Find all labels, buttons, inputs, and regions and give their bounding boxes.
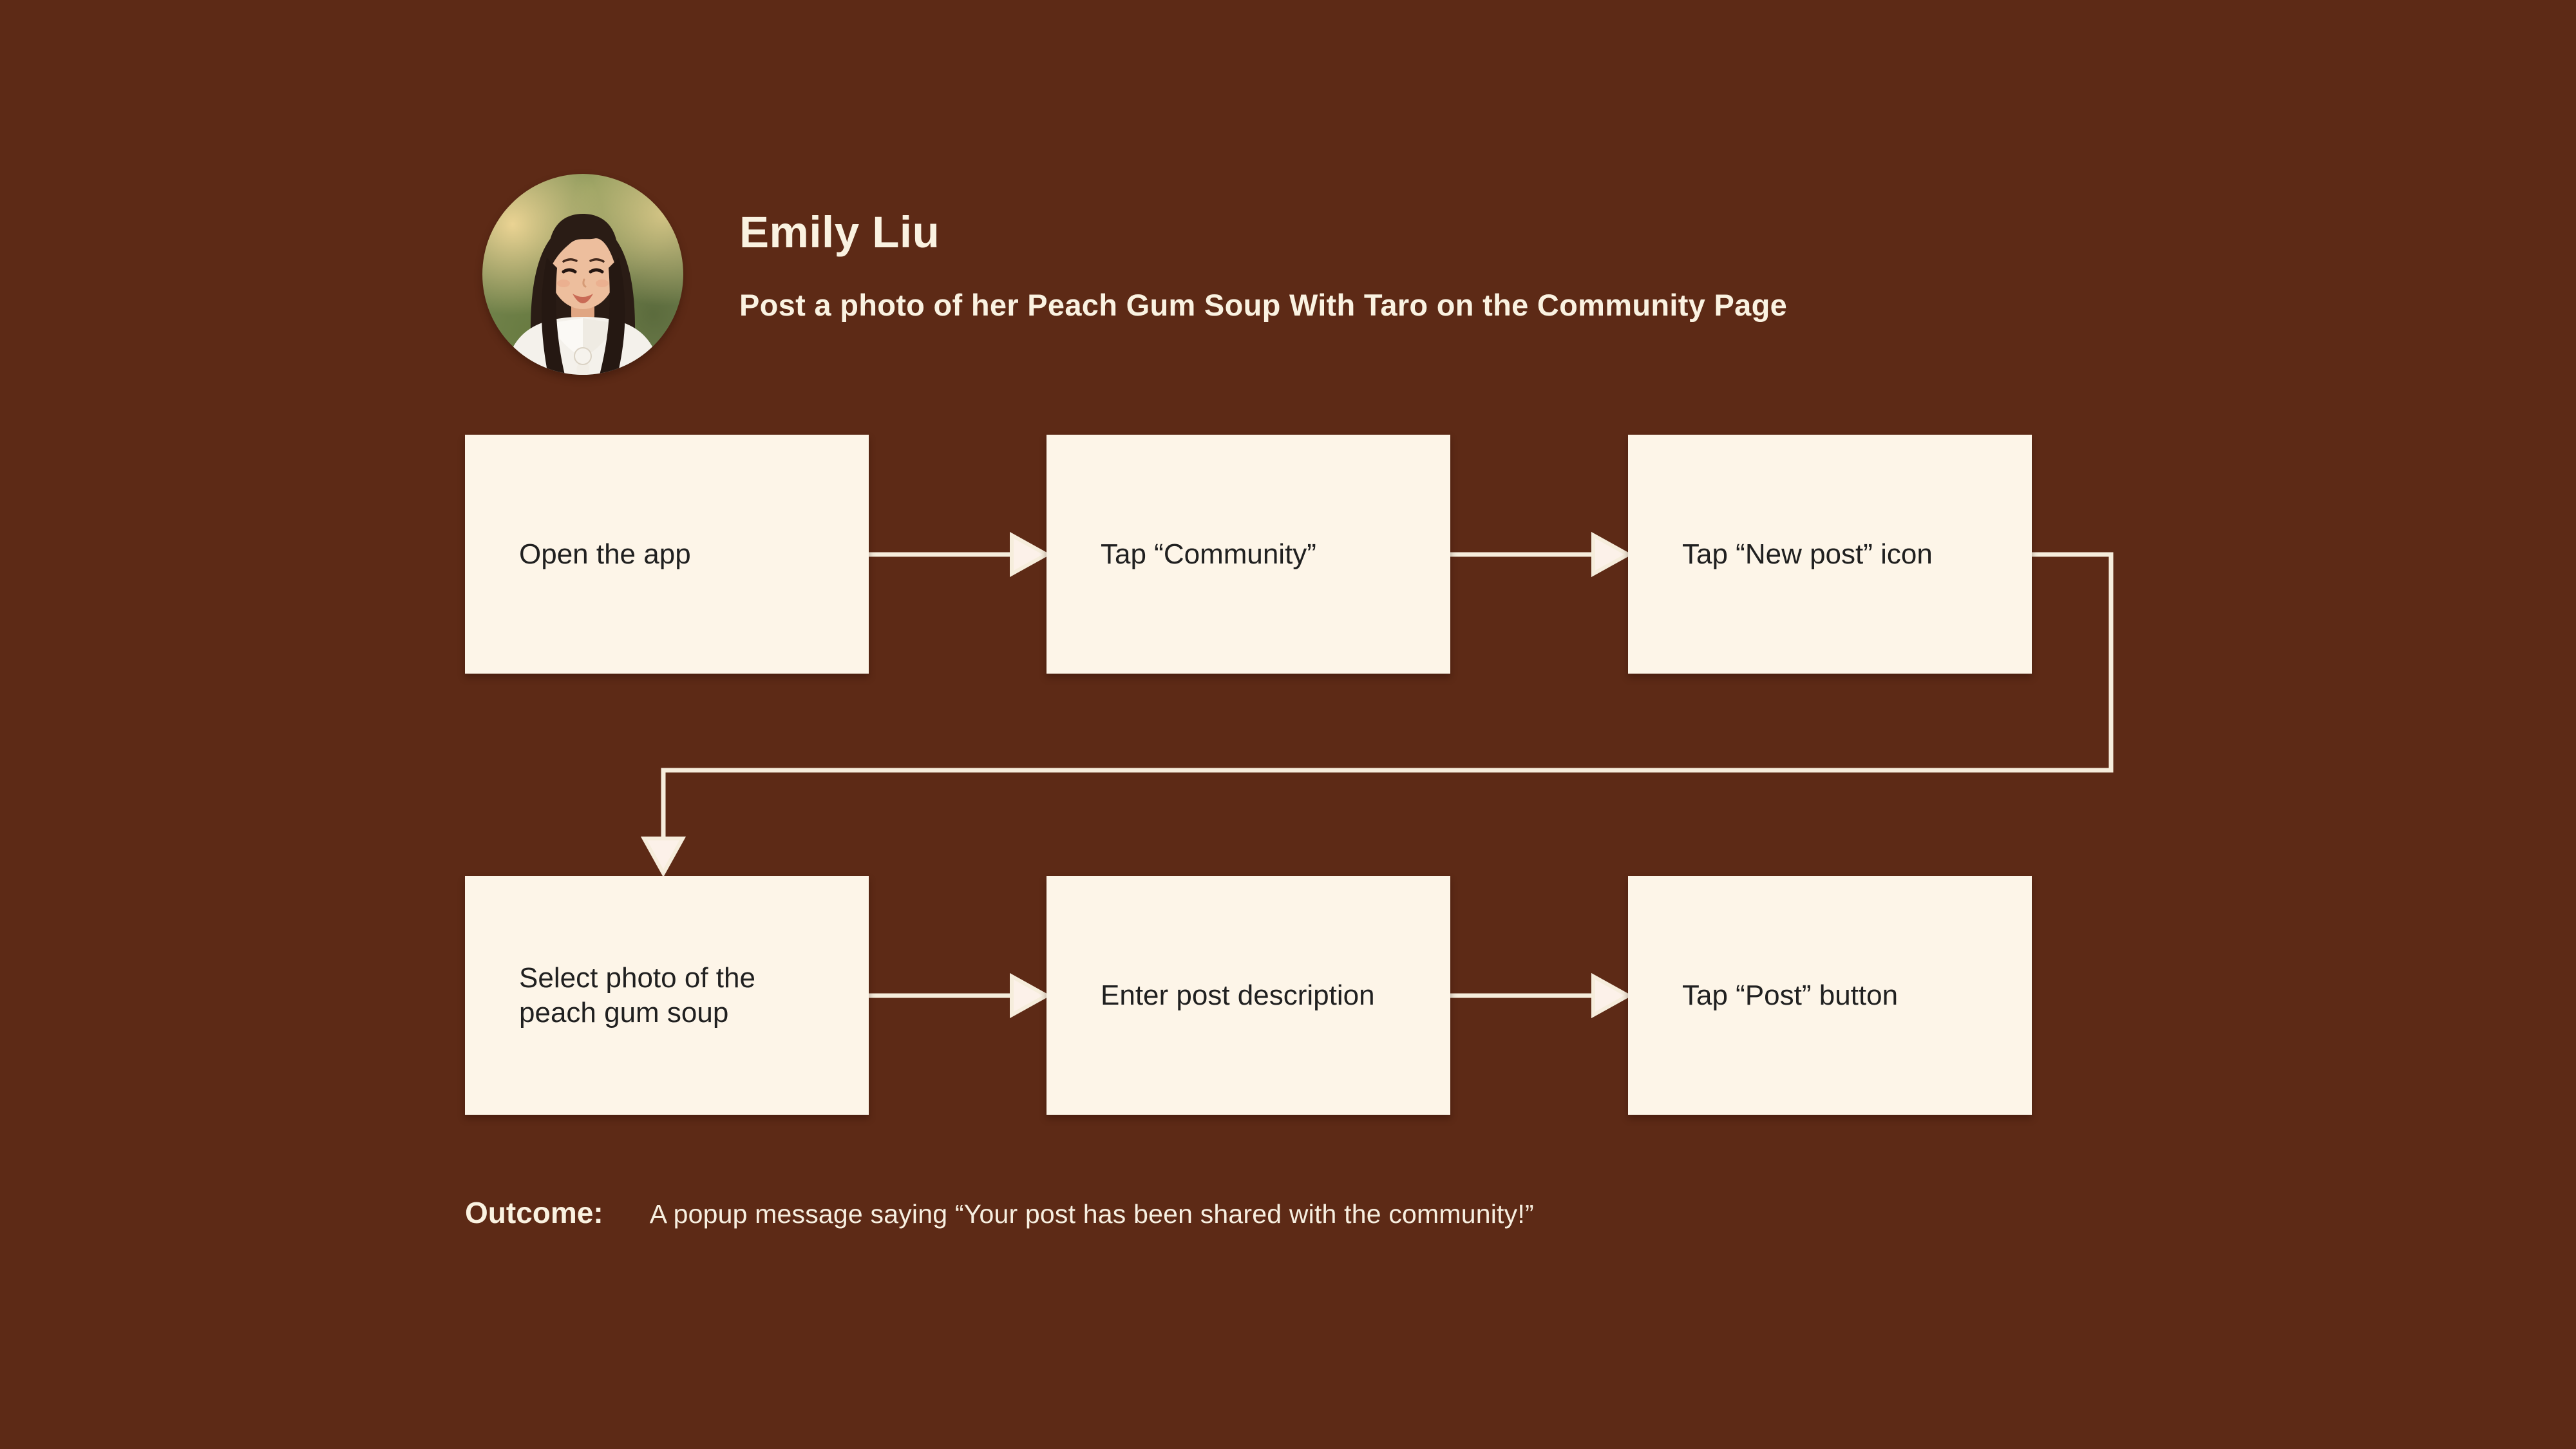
arrowhead-right-icon xyxy=(1010,531,1051,578)
flow-step-select-photo[interactable]: Select photo of the peach gum soup xyxy=(465,876,869,1115)
arrowhead-right-icon xyxy=(1010,972,1051,1019)
avatar-illustration xyxy=(504,214,661,375)
persona-name: Emily Liu xyxy=(739,207,940,257)
flow-step-label: Tap “Community” xyxy=(1101,538,1316,570)
flow-step-enter-description[interactable]: Enter post description xyxy=(1046,876,1450,1115)
flow-step-tap-new-post[interactable]: Tap “New post” icon xyxy=(1628,435,2032,674)
arrowhead-right-icon xyxy=(1591,972,1633,1019)
arrowhead-down-icon xyxy=(640,837,687,878)
flow-step-label: Tap “Post” button xyxy=(1682,979,1899,1011)
persona-task: Post a photo of her Peach Gum Soup With … xyxy=(739,288,1788,322)
flow-step-label: Select photo of the peach gum soup xyxy=(519,961,755,1028)
outcome-label: Outcome: xyxy=(465,1196,603,1229)
flow-step-open-app[interactable]: Open the app xyxy=(465,435,869,674)
flow-step-label: Tap “New post” icon xyxy=(1682,538,1933,570)
flow-step-tap-community[interactable]: Tap “Community” xyxy=(1046,435,1450,674)
avatar xyxy=(482,174,683,375)
outcome-row: Outcome: A popup message saying “Your po… xyxy=(465,1195,1534,1230)
flow-step-label: Enter post description xyxy=(1101,979,1375,1011)
outcome-text: A popup message saying “Your post has be… xyxy=(649,1199,1534,1229)
flow-step-tap-post[interactable]: Tap “Post” button xyxy=(1628,876,2032,1115)
flow-step-label: Open the app xyxy=(519,538,691,570)
arrowhead-right-icon xyxy=(1591,531,1633,578)
